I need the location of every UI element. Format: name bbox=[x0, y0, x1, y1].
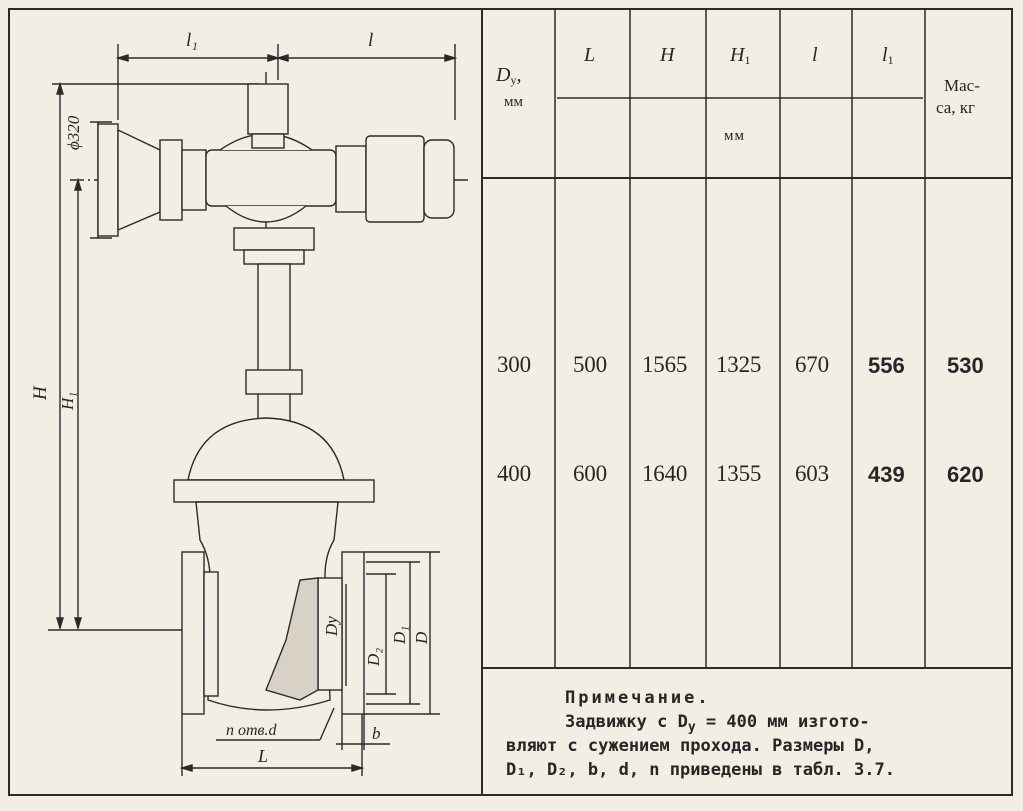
header-H1: H1 bbox=[730, 44, 751, 67]
cell-H1-300: 1325 bbox=[716, 352, 762, 377]
page-frame bbox=[8, 8, 1013, 796]
dim-label-H1: H₁ bbox=[58, 391, 77, 410]
header-mass-line1: Мас- bbox=[944, 76, 980, 95]
dim-label-Dy: Dу bbox=[322, 616, 341, 636]
cell-dy-400: 400 bbox=[497, 461, 531, 486]
header-l1: l1 bbox=[882, 44, 894, 67]
dim-label-D2: D₂ bbox=[364, 647, 383, 666]
cell-H-300: 1565 bbox=[642, 352, 688, 377]
cell-H-400: 1640 bbox=[642, 461, 688, 486]
note-line1: Задвижку с Dу = 400 мм изгото- bbox=[565, 712, 870, 735]
dim-label-L: L bbox=[258, 746, 269, 766]
cell-L-400: 600 bbox=[573, 461, 607, 486]
dim-label-l: l bbox=[368, 30, 374, 51]
note-line2: вляют с сужением прохода. Размеры D, bbox=[506, 736, 875, 756]
header-units: мм bbox=[724, 128, 745, 144]
cell-l-300: 670 bbox=[795, 352, 829, 377]
header-dy-unit: мм bbox=[504, 94, 523, 110]
gate-valve-drawing bbox=[48, 44, 470, 776]
cell-l-400: 603 bbox=[795, 461, 829, 486]
dim-label-H: H bbox=[30, 386, 51, 400]
dim-label-holes: n отв.d bbox=[226, 722, 277, 739]
cell-l1-300: 556 bbox=[868, 353, 905, 378]
cell-mass-400: 620 bbox=[947, 462, 984, 487]
header-H: H bbox=[660, 44, 675, 66]
cell-H1-400: 1355 bbox=[716, 461, 762, 486]
cell-mass-300: 530 bbox=[947, 353, 984, 378]
header-l: l bbox=[812, 44, 818, 66]
dim-label-phi320: ϕ320 bbox=[64, 115, 83, 150]
cell-dy-300: 300 bbox=[497, 352, 531, 377]
dim-label-D1: D₁ bbox=[390, 625, 409, 644]
header-L: L bbox=[584, 44, 596, 66]
cell-l1-400: 439 bbox=[868, 462, 905, 487]
dim-label-D: D bbox=[412, 631, 431, 644]
dim-label-l1: l₁ bbox=[186, 30, 198, 51]
dim-label-b: b bbox=[372, 724, 381, 743]
header-mass-line2: са, кг bbox=[936, 98, 976, 117]
cell-L-300: 500 bbox=[573, 352, 607, 377]
header-dy: Dу, bbox=[496, 64, 522, 87]
note-line3: D₁, D₂, b, d, n приведены в табл. 3.7. bbox=[506, 760, 895, 780]
note-title: Примечание. bbox=[565, 688, 711, 708]
